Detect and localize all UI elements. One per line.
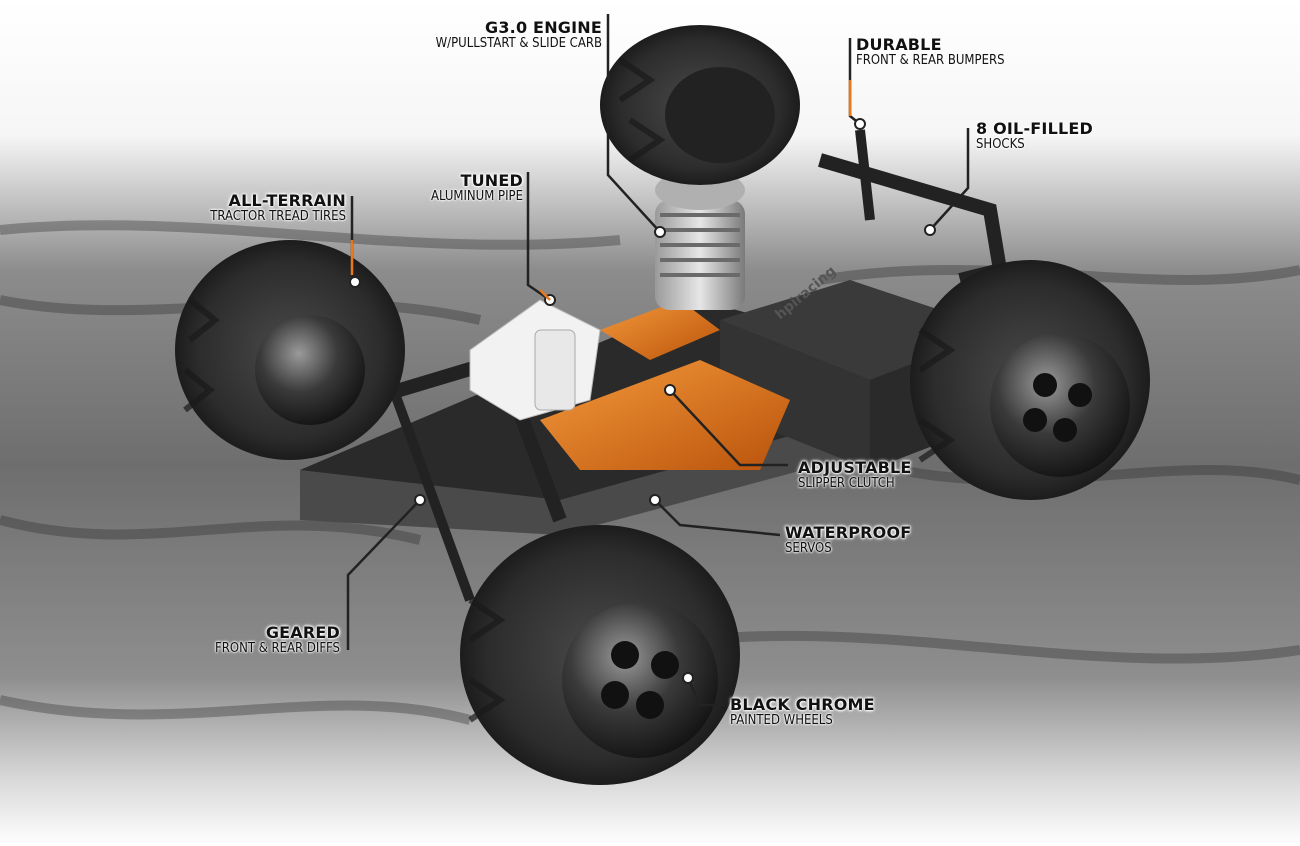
leader-pipe [526, 172, 551, 302]
callout-dots [349, 118, 936, 684]
callout-pipe: TUNED ALUMINUM PIPE [380, 171, 523, 204]
leader-engine [606, 14, 661, 233]
callout-wheels: BLACK CHROME PAINTED WHEELS [730, 695, 900, 728]
callout-servos-title: WATERPROOF [785, 523, 912, 542]
callout-diffs-title: GEARED [265, 623, 340, 642]
leader-diffs [346, 499, 421, 650]
callout-engine: G3.0 ENGINE W/PULLSTART & SLIDE CARB [386, 18, 602, 51]
callout-diffs: GEARED FRONT & REAR DIFFS [160, 623, 340, 656]
leader-slipper [669, 389, 788, 467]
tire-rear-right [910, 260, 1150, 500]
leader-servos [654, 499, 781, 537]
callout-wheels-sub: PAINTED WHEELS [730, 713, 833, 728]
callout-tires: ALL-TERRAIN TRACTOR TREAD TIRES [150, 191, 346, 224]
callout-engine-sub: W/PULLSTART & SLIDE CARB [435, 36, 602, 51]
engine [655, 170, 745, 310]
callout-pipe-title: TUNED [460, 171, 523, 190]
callout-shocks-title: 8 OIL-FILLED [976, 119, 1093, 138]
callout-slipper-sub: SLIPPER CLUTCH [798, 476, 895, 491]
callout-shocks-sub: SHOCKS [976, 137, 1025, 152]
callout-servos: WATERPROOF SERVOS [785, 523, 945, 556]
tire-treads [183, 57, 956, 723]
callout-bumpers: DURABLE FRONT & REAR BUMPERS [856, 35, 1076, 68]
callout-wheels-title: BLACK CHROME [730, 695, 875, 714]
leader-shocks [929, 128, 970, 231]
callout-bumpers-sub: FRONT & REAR BUMPERS [856, 53, 1005, 68]
fuel-tank [469, 299, 601, 421]
callout-accents [350, 80, 852, 301]
callout-slipper-title: ADJUSTABLE [798, 458, 912, 477]
callout-slipper: ADJUSTABLE SLIPPER CLUTCH [798, 458, 958, 491]
tire-front-bottom [460, 525, 740, 785]
callout-tires-title: ALL-TERRAIN [228, 191, 346, 210]
callout-pipe-sub: ALUMINUM PIPE [430, 189, 523, 204]
callout-shocks: 8 OIL-FILLED SHOCKS [976, 119, 1146, 152]
callout-bumpers-title: DURABLE [856, 35, 942, 54]
tire-front-left [175, 240, 405, 460]
callout-tires-sub: TRACTOR TREAD TIRES [210, 209, 346, 224]
tire-rear-top [600, 25, 800, 185]
leader-wheels [686, 677, 725, 707]
callout-engine-title: G3.0 ENGINE [485, 18, 602, 37]
callout-servos-sub: SERVOS [785, 541, 832, 556]
callout-diffs-sub: FRONT & REAR DIFFS [215, 641, 340, 656]
